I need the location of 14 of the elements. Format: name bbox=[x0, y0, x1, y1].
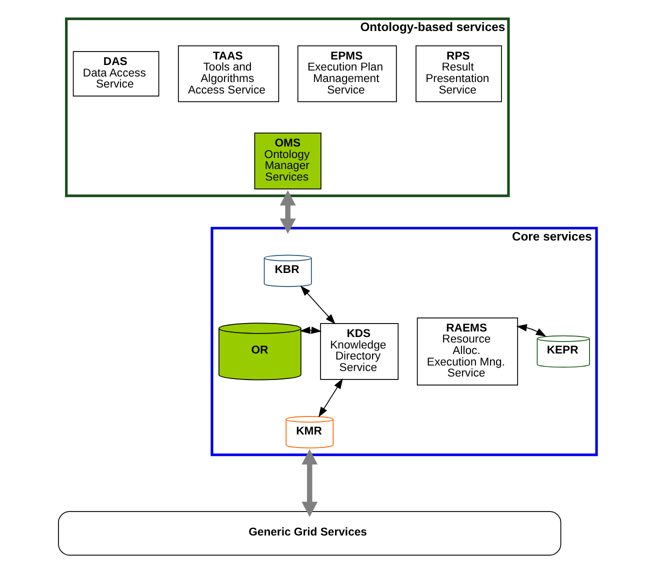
node-box: TAAS Tools and Algorithms Access Service bbox=[178, 45, 280, 102]
arrow bbox=[300, 326, 322, 334]
arrow bbox=[516, 324, 546, 337]
node-box: EPMS Execution Plan Management Service bbox=[297, 45, 397, 102]
node-box: KDS Knowledge Directory Service bbox=[320, 323, 399, 380]
node-box: RPS Result Presentation Service bbox=[416, 45, 502, 102]
node-box: Generic Grid Services bbox=[58, 511, 562, 556]
arrow bbox=[280, 190, 296, 234]
node-box: OMS Ontology Manager Services bbox=[254, 132, 322, 190]
arrow bbox=[300, 286, 336, 324]
node-box: RAEMS Resource Alloc. Execution Mng. Service bbox=[416, 318, 518, 386]
arrow bbox=[318, 378, 343, 418]
arrow bbox=[302, 449, 318, 517]
node-box: DAS Data Access Service bbox=[72, 51, 160, 96]
